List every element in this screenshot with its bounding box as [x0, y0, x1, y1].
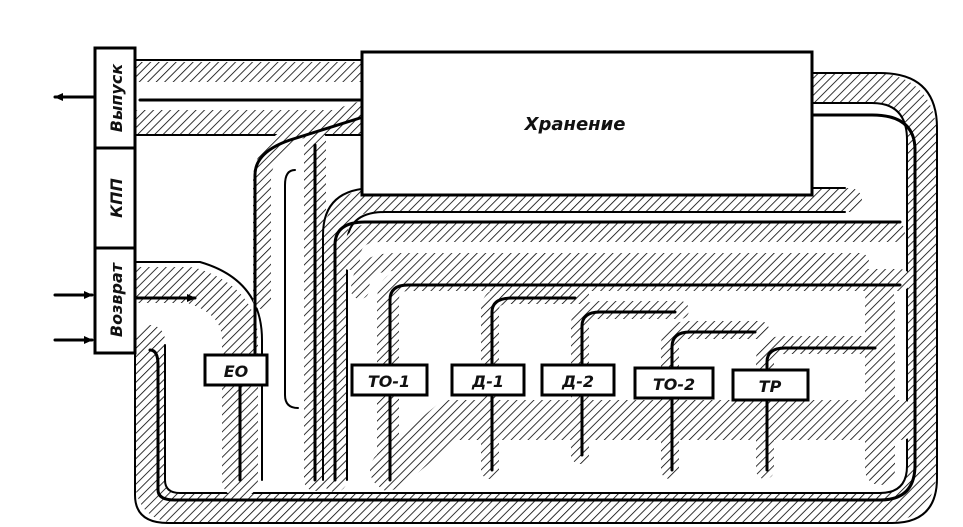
station-d2-label: Д-2 — [561, 372, 594, 391]
station-to1: ТО-1 — [350, 363, 429, 397]
station-to2: ТО-2 — [633, 366, 715, 400]
station-d1: Д-1 — [450, 363, 526, 397]
checkpoint-label: КПП — [107, 177, 126, 217]
storage-label: Хранение — [524, 114, 626, 135]
station-to2-label: ТО-2 — [653, 375, 695, 394]
station-tr: ТР — [731, 368, 810, 402]
station-d2: Д-2 — [540, 363, 616, 397]
flow-lines — [53, 93, 917, 502]
station-to1-label: ТО-1 — [368, 372, 410, 391]
station-tr-label: ТР — [759, 377, 782, 396]
return-corridor — [117, 261, 263, 498]
exit-label: Выпуск — [107, 63, 126, 133]
storage-area: Хранение — [360, 50, 814, 197]
station-eo: ЕО — [203, 353, 269, 387]
station-d1-label: Д-1 — [471, 372, 504, 391]
outer-loop-corridor — [134, 72, 938, 524]
station-eo-label: ЕО — [224, 362, 249, 381]
station-feeders — [370, 269, 920, 491]
checkpoint-column: Выпуск КПП Возврат — [93, 46, 137, 355]
return-label: Возврат — [107, 261, 126, 337]
